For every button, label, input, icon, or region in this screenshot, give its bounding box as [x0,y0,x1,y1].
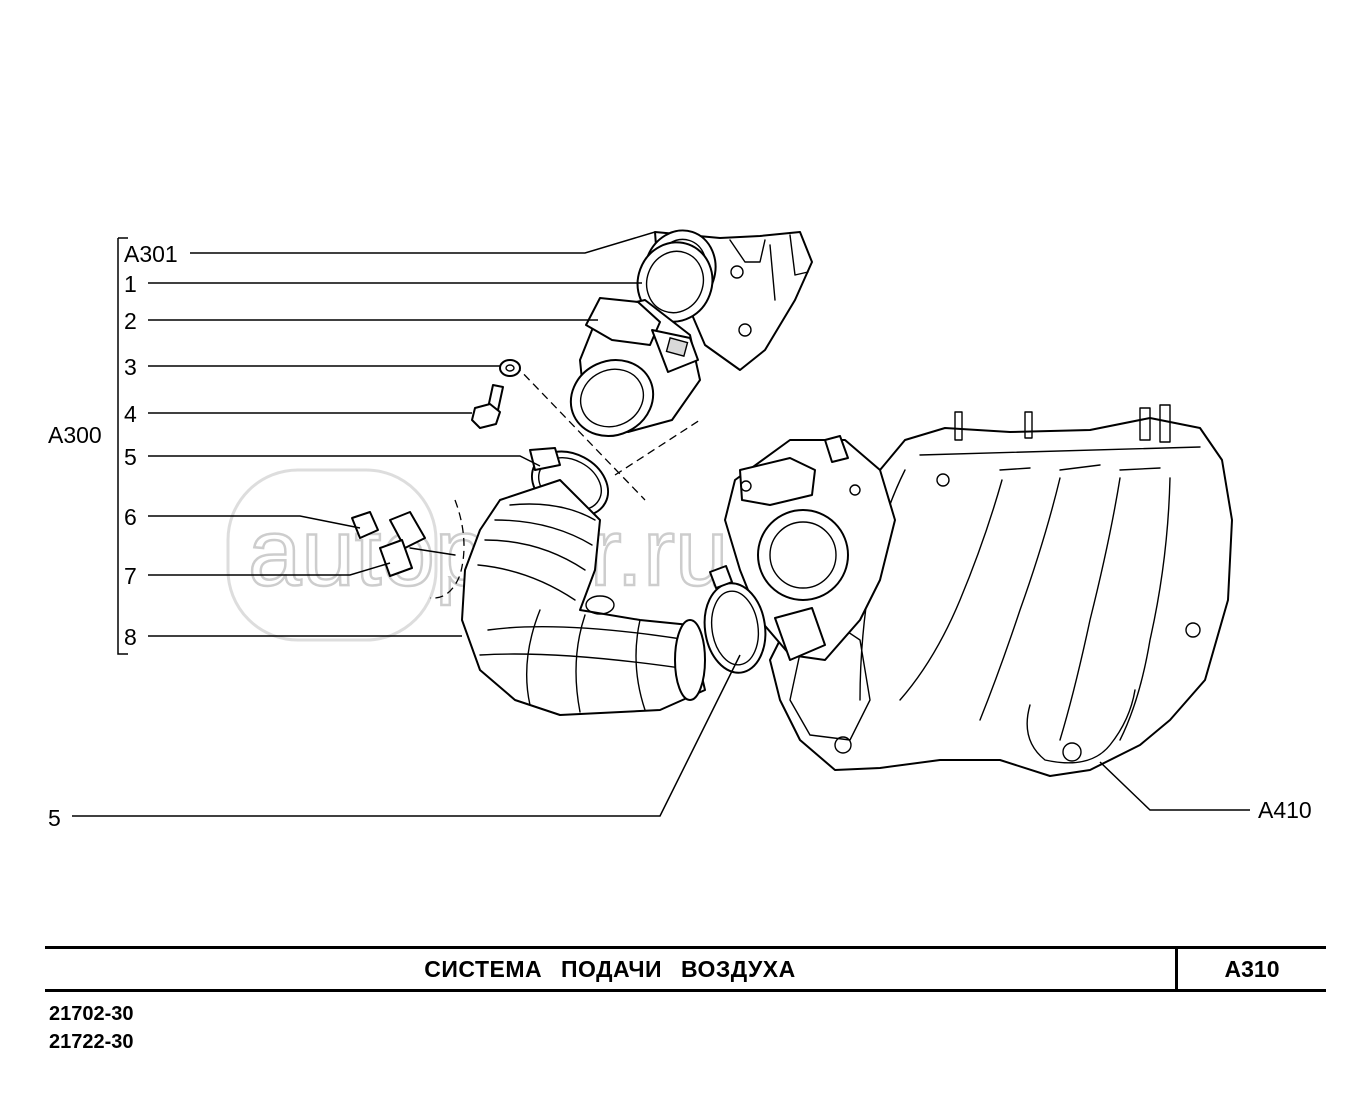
vent-fitting [351,511,456,577]
seal-ring [636,241,714,323]
callout-1: 1 [124,271,137,297]
callout-a300: А300 [48,422,102,448]
title-block: СИСТЕМА ПОДАЧИ ВОЗДУХА А310 [45,946,1326,992]
callout-3: 3 [124,354,137,380]
callout-6: 6 [124,504,137,530]
throttle-body [724,435,896,661]
callout-a301: А301 [124,241,178,267]
washer [499,359,521,377]
callout-7: 7 [124,563,137,589]
callout-labels: А301 1 2 3 4 А300 5 6 7 8 5 А410 [48,241,1312,831]
callout-2: 2 [124,308,137,334]
guide-line-vent [429,499,465,599]
bolt [471,384,504,429]
air-intake-hose [461,479,706,716]
diagram-code: А310 [1224,955,1280,982]
mass-air-flow-sensor [569,297,701,437]
callout-5-lower: 5 [48,805,61,831]
leader-lines [72,231,1250,817]
callout-a410: А410 [1258,797,1312,823]
hose-clamp-lower [703,565,767,674]
callout-5: 5 [124,444,137,470]
diagram-title: СИСТЕМА ПОДАЧИ ВОЗДУХА [45,949,1178,989]
callout-4: 4 [124,401,137,427]
model-number-2: 21722-30 [49,1031,134,1053]
callout-8: 8 [124,624,137,650]
guide-line-sensor [514,364,701,501]
model-number-1: 21702-30 [49,1003,134,1025]
